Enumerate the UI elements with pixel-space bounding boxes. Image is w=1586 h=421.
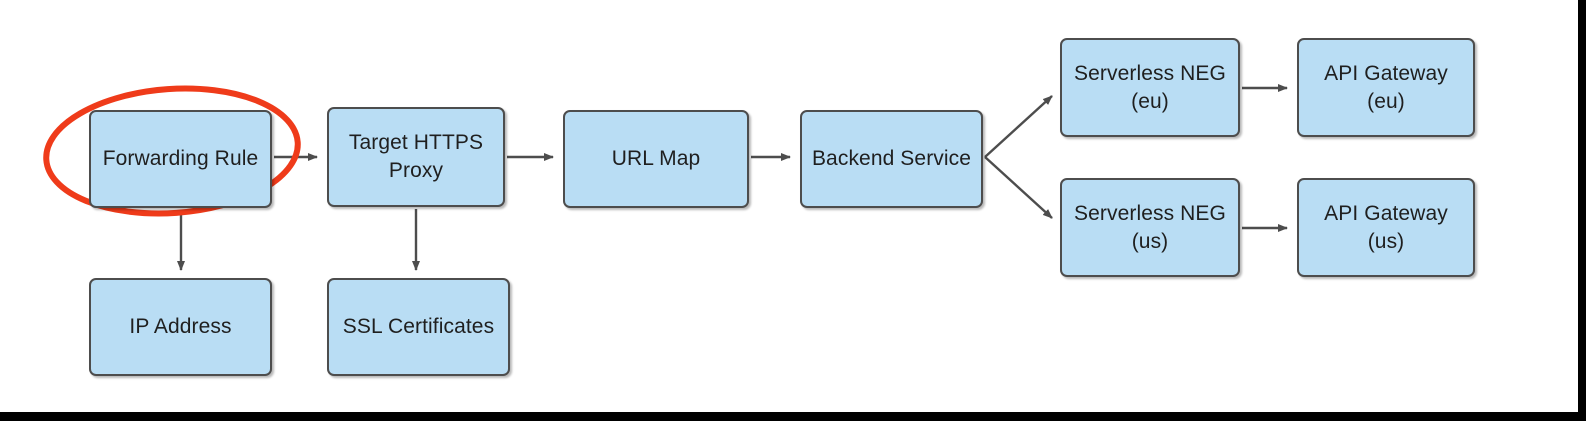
node-api-gateway-us[interactable]: API Gateway (us) (1297, 178, 1475, 277)
node-forwarding-rule[interactable]: Forwarding Rule (89, 110, 272, 208)
edge-backend-to-neg-us (984, 156, 1053, 219)
frame-border-right (1578, 0, 1586, 421)
node-ip-address[interactable]: IP Address (89, 278, 272, 376)
highlight-ellipse (43, 85, 301, 217)
node-ssl-certificates[interactable]: SSL Certificates (327, 278, 510, 376)
frame-border-bottom (0, 412, 1586, 421)
node-target-https-proxy[interactable]: Target HTTPS Proxy (327, 107, 505, 207)
node-url-map[interactable]: URL Map (563, 110, 749, 208)
node-serverless-neg-eu[interactable]: Serverless NEG (eu) (1060, 38, 1240, 137)
node-serverless-neg-us[interactable]: Serverless NEG (us) (1060, 178, 1240, 277)
edge-backend-to-neg-eu (984, 95, 1053, 158)
node-backend-service[interactable]: Backend Service (800, 110, 983, 208)
node-api-gateway-eu[interactable]: API Gateway (eu) (1297, 38, 1475, 137)
